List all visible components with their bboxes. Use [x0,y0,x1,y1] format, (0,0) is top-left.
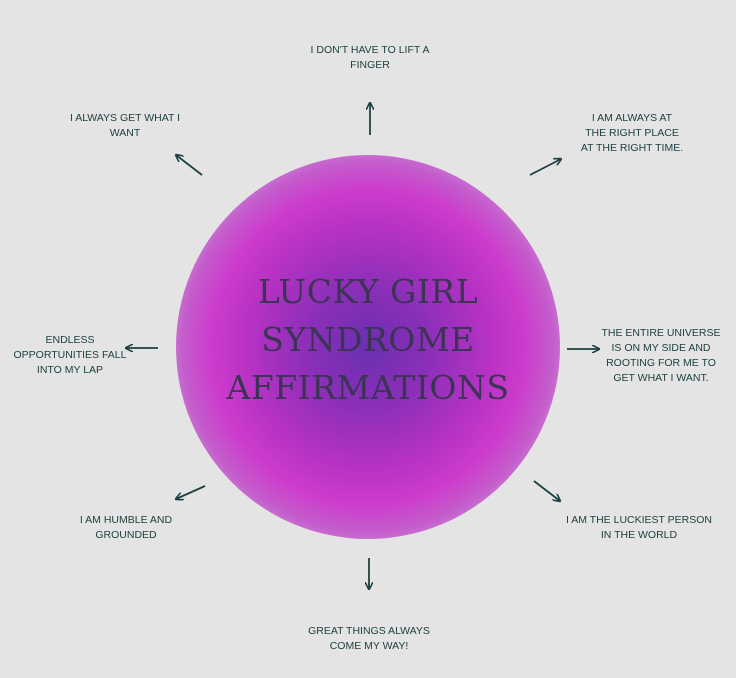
affirmation-line: I AM ALWAYS AT [591,112,673,124]
affirmation-line: COME MY WAY! [329,640,409,652]
affirmation-top-left: I ALWAYS GET WHAT I WANT [62,111,188,141]
affirmation-line: THE ENTIRE UNIVERSE [601,327,721,339]
title-line-1: LUCKY GIRL [257,272,479,311]
affirmation-line: IS ON MY SIDE AND [611,342,711,354]
affirmation-line: IN THE WORLD [600,529,678,541]
affirmation-line: I AM HUMBLE AND [79,514,173,526]
affirmation-line: AT THE RIGHT TIME. [580,142,684,154]
affirmation-line: OPPORTUNITIES FALL [13,349,127,361]
affirmation-line: GREAT THINGS ALWAYS [308,625,430,637]
affirmation-line: GROUNDED [95,529,157,541]
title-line-3: AFFIRMATIONS [226,368,510,407]
affirmation-bottom-right: I AM THE LUCKIEST PERSON IN THE WORLD [564,513,714,543]
affirmation-bottom-left: I AM HUMBLE AND GROUNDED [66,513,186,543]
affirmation-line: ROOTING FOR ME TO [606,357,716,369]
affirmation-top: I DON'T HAVE TO LIFT A FINGER [290,43,450,73]
affirmation-line: WANT [109,127,141,139]
affirmation-line: GET WHAT I WANT. [613,372,709,384]
arrow-top-left [176,155,203,176]
diagram-title: LUCKY GIRL SYNDROME AFFIRMATIONS [176,268,560,412]
title-line-2: SYNDROME [261,320,475,359]
affirmation-line: THE RIGHT PLACE [585,127,679,139]
affirmation-line: I ALWAYS GET WHAT I [69,112,181,124]
gradient-orb [176,155,560,539]
arrow-bottom-right [533,480,560,501]
arrow-top-right [529,159,561,176]
affirmation-left: ENDLESS OPPORTUNITIES FALL INTO MY LAP [12,333,128,378]
affirmation-line: FINGER [350,59,390,71]
affirmation-right: THE ENTIRE UNIVERSE IS ON MY SIDE AND RO… [596,326,726,386]
affirmation-top-right: I AM ALWAYS AT THE RIGHT PLACE AT THE RI… [562,111,702,156]
arrow-bottom-left [176,485,206,499]
affirmation-line: I DON'T HAVE TO LIFT A [310,44,430,56]
affirmation-line: ENDLESS [45,334,95,346]
affirmation-line: INTO MY LAP [36,364,104,376]
affirmation-bottom: GREAT THINGS ALWAYS COME MY WAY! [294,624,444,654]
affirmation-line: I AM THE LUCKIEST PERSON [565,514,713,526]
